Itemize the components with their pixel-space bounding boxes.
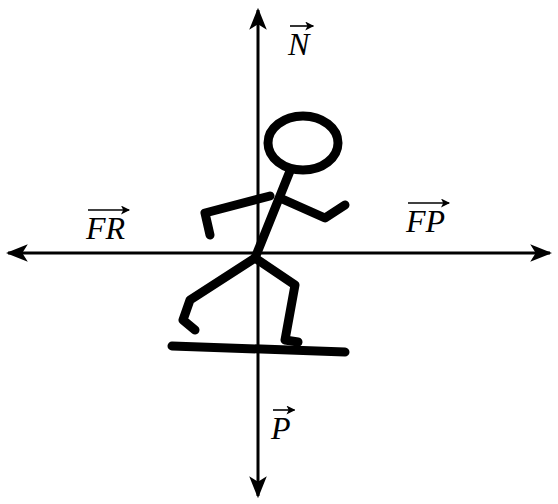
- figure-head: [268, 116, 338, 170]
- vector-accents: [88, 26, 449, 410]
- figure-leg: [183, 258, 255, 330]
- figure-body: [255, 171, 290, 258]
- horizontal-force-axis: [8, 252, 550, 255]
- force-label: N: [288, 28, 309, 60]
- stick-figure: [172, 116, 345, 352]
- force-label: P: [271, 412, 291, 444]
- force-label: FR: [86, 212, 125, 244]
- figure-leg: [255, 258, 298, 342]
- figure-arm: [205, 196, 270, 235]
- force-label: FP: [406, 205, 445, 237]
- skateboard: [172, 346, 345, 352]
- vector-arrow: [290, 25, 313, 27]
- vector-arrow: [408, 202, 449, 204]
- vector-arrow: [273, 409, 295, 411]
- figure-arm: [280, 198, 345, 218]
- vector-arrow: [88, 209, 129, 211]
